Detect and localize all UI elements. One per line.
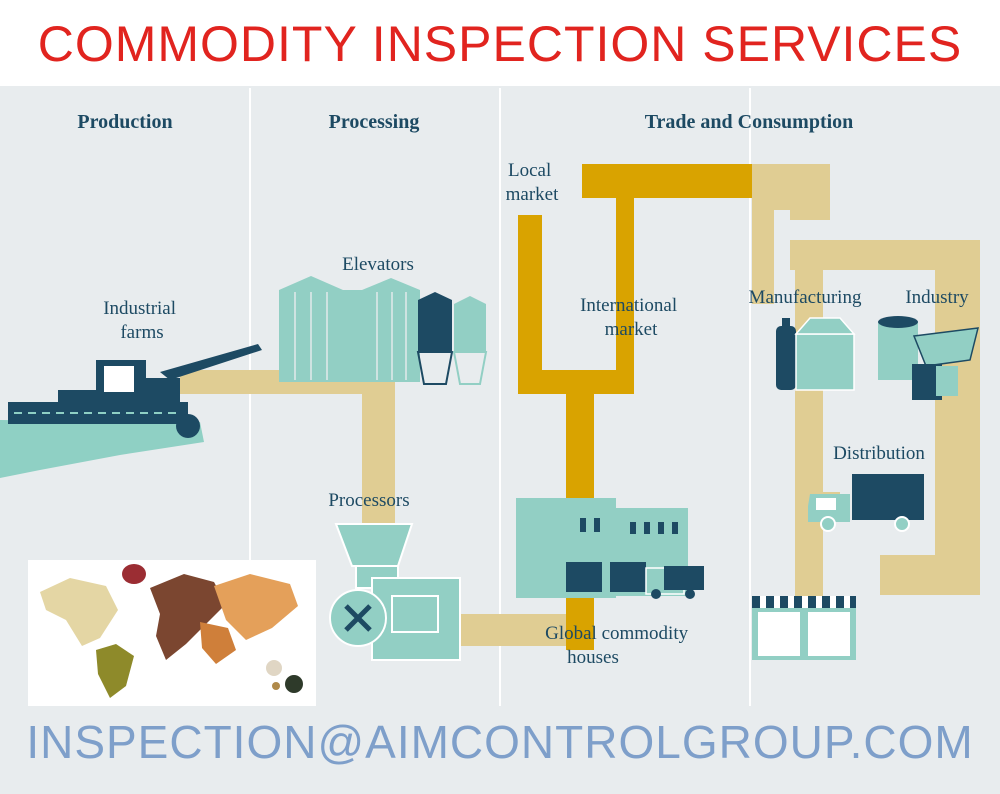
processor-machine-icon — [329, 523, 461, 661]
retail-store-icon — [752, 596, 856, 660]
label-global-commodity-houses: Global commodity houses — [545, 623, 693, 668]
stage-header-production: Production — [77, 111, 172, 133]
contact-email: INSPECTION@AIMCONTROLGROUP.COM — [26, 716, 974, 768]
label-industrial-farms: Industrial farms — [103, 298, 181, 343]
label-processors: Processors — [328, 490, 409, 511]
label-intl-line2: market — [605, 319, 658, 340]
label-farms-line2: farms — [120, 322, 163, 343]
stage-header-trade: Trade and Consumption — [645, 111, 854, 133]
page-title: COMMODITY INSPECTION SERVICES — [37, 16, 963, 72]
label-farms-line1: Industrial — [103, 298, 176, 319]
label-global-line1: Global commodity — [545, 623, 689, 644]
stage-header-processing: Processing — [329, 111, 420, 133]
label-distribution: Distribution — [833, 443, 925, 464]
elevators-icon — [279, 276, 488, 385]
footer-band — [0, 708, 1000, 794]
label-industry: Industry — [905, 287, 969, 308]
strong-flow-pipes — [518, 164, 752, 650]
label-local-line1: Local — [508, 160, 551, 181]
grain-world-map-image — [28, 560, 316, 706]
field-shape — [0, 420, 204, 478]
industry-icon — [878, 316, 979, 400]
label-manufacturing: Manufacturing — [749, 287, 862, 308]
manufacturing-icon — [776, 317, 856, 391]
warehouse-icon — [516, 498, 704, 599]
label-elevators: Elevators — [342, 254, 414, 275]
label-local-market: Local market — [506, 160, 559, 205]
label-global-line2: houses — [567, 647, 619, 668]
label-international-market: International market — [580, 295, 682, 340]
combine-harvester-icon — [8, 344, 262, 438]
label-local-line2: market — [506, 184, 559, 205]
distribution-truck-icon — [808, 474, 924, 532]
label-intl-line1: International — [580, 295, 677, 316]
